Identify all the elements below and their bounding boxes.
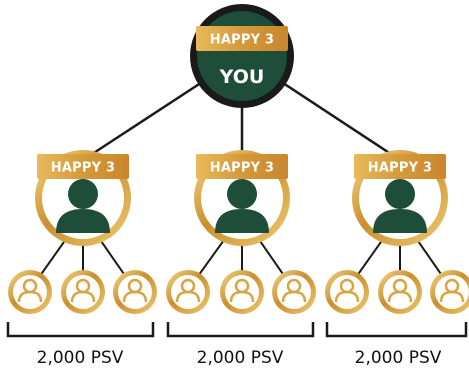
member-node: HAPPY 3 <box>194 150 290 246</box>
person-outline-icon <box>113 270 157 314</box>
member-node: HAPPY 3 <box>352 150 448 246</box>
group-bracket <box>166 322 315 338</box>
group-bracket <box>6 322 155 338</box>
top-badge-label: HAPPY 3 <box>210 33 274 48</box>
person-outline-icon <box>61 270 105 314</box>
person-outline-icon <box>8 270 52 314</box>
person-outline-icon <box>325 270 369 314</box>
branch-1: HAPPY 3 2,000 PSV <box>6 150 157 368</box>
group-bracket <box>325 322 468 338</box>
you-label: YOU <box>219 66 265 88</box>
psv-label: 2,000 PSV <box>37 348 124 368</box>
member-badge-label: HAPPY 3 <box>210 161 274 176</box>
person-outline-icon <box>220 270 264 314</box>
person-outline-icon <box>378 270 422 314</box>
branch-3: HAPPY 3 2,000 PSV <box>325 150 469 368</box>
person-icon <box>56 179 110 233</box>
member-badge-label: HAPPY 3 <box>368 161 432 176</box>
top-node-you: HAPPY 3 YOU <box>190 4 294 108</box>
leaf-members <box>325 270 469 314</box>
person-outline-icon <box>430 270 469 314</box>
person-outline-icon <box>166 270 210 314</box>
leaf-members <box>8 270 157 314</box>
branch-2: HAPPY 3 2,000 PSV <box>166 150 316 368</box>
person-icon <box>215 179 269 233</box>
person-outline-icon <box>272 270 316 314</box>
psv-label: 2,000 PSV <box>197 348 284 368</box>
top-badge: HAPPY 3 <box>196 26 288 51</box>
leaf-members <box>166 270 316 314</box>
member-badge-label: HAPPY 3 <box>51 161 115 176</box>
member-node: HAPPY 3 <box>35 150 131 246</box>
psv-label: 2,000 PSV <box>355 348 442 368</box>
person-icon <box>373 179 427 233</box>
